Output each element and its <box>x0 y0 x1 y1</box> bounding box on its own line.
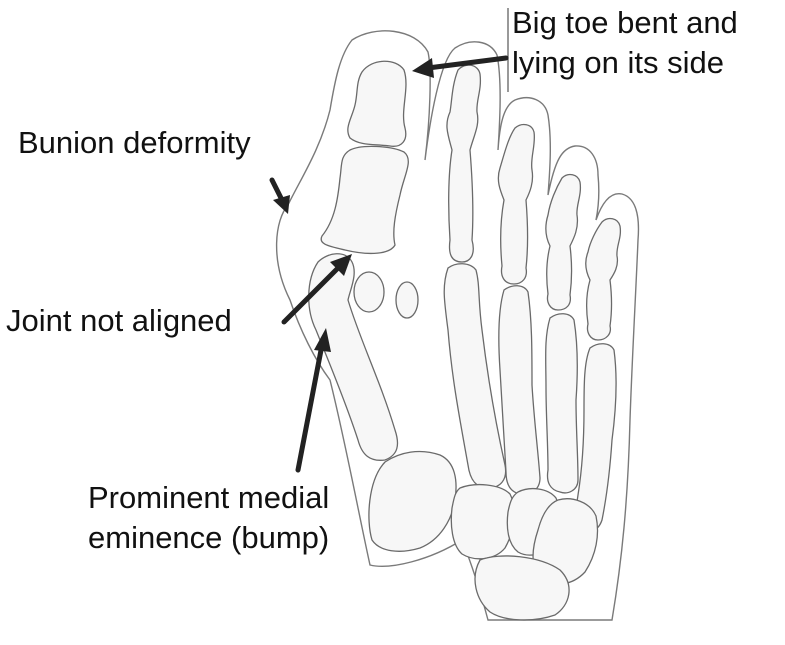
joint-not-aligned-label: Joint not aligned <box>6 303 232 339</box>
big-toe-label-line1: Big toe bent and <box>512 5 738 41</box>
bunion-deformity-label: Bunion deformity <box>18 125 251 161</box>
eminence-arrow-line <box>298 345 322 470</box>
intermediate-cuneiform <box>451 485 514 559</box>
big-toe-label-line2: lying on its side <box>512 45 724 81</box>
bunion-arrow-line <box>272 180 281 198</box>
bunion-arrowhead <box>273 195 290 214</box>
eminence-label-line1: Prominent medial <box>88 480 329 516</box>
eminence-label-line2: eminence (bump) <box>88 520 329 556</box>
fourth-metatarsal <box>546 314 578 493</box>
sesamoid-lateral <box>396 282 418 318</box>
sesamoid-medial <box>354 272 384 312</box>
